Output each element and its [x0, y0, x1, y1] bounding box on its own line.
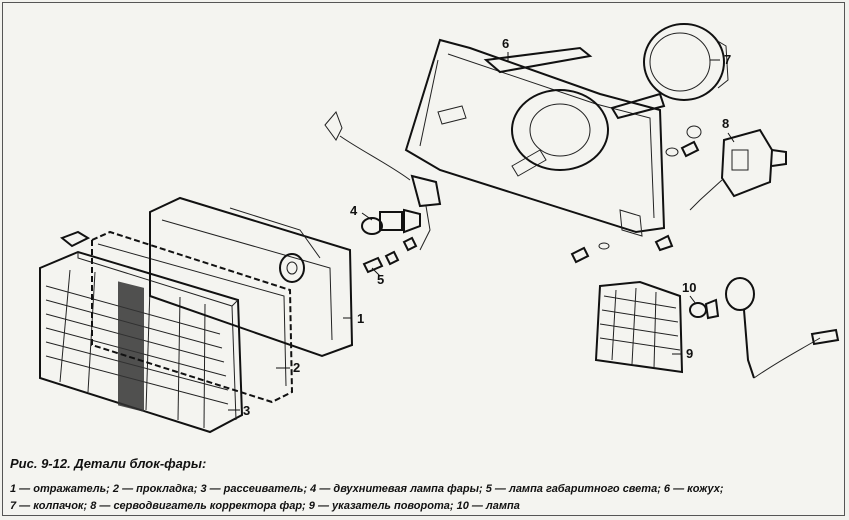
figure-caption: Рис. 9-12. Детали блок-фары: 1 — отражат… [10, 456, 840, 515]
callout-1: 1 [357, 311, 364, 326]
callout-2: 2 [293, 360, 300, 375]
gasket-part [91, 230, 294, 404]
callout-7: 7 [724, 52, 731, 67]
callout-10: 10 [682, 280, 696, 295]
callout-4: 4 [350, 203, 358, 218]
parking-bulb-part [362, 236, 418, 274]
servo-motor-part [689, 128, 787, 211]
legend-line-1: 1 — отражатель; 2 — прокладка; 3 — рассе… [10, 483, 724, 495]
indicator-lamp-part [689, 277, 840, 379]
callout-6: 6 [502, 36, 509, 51]
screws-part [570, 125, 702, 264]
callout-5: 5 [377, 272, 384, 287]
callout-3: 3 [243, 403, 250, 418]
caption-title: Рис. 9-12. Детали блок-фары: [10, 456, 207, 471]
lens-part [39, 250, 244, 434]
clip-part [60, 230, 91, 248]
callout-9: 9 [686, 346, 693, 361]
leader-lines [228, 52, 735, 411]
reflector-part [149, 196, 354, 358]
caption-legend: 1 — отражатель; 2 — прокладка; 3 — рассе… [10, 481, 840, 515]
turn-indicator-part [594, 280, 684, 374]
bulb-part [324, 111, 442, 251]
housing-part [404, 38, 666, 237]
legend-line-2: 7 — колпачок; 8 — серводвигатель коррект… [10, 500, 520, 512]
cap-part [643, 23, 729, 101]
callout-8: 8 [722, 116, 729, 131]
